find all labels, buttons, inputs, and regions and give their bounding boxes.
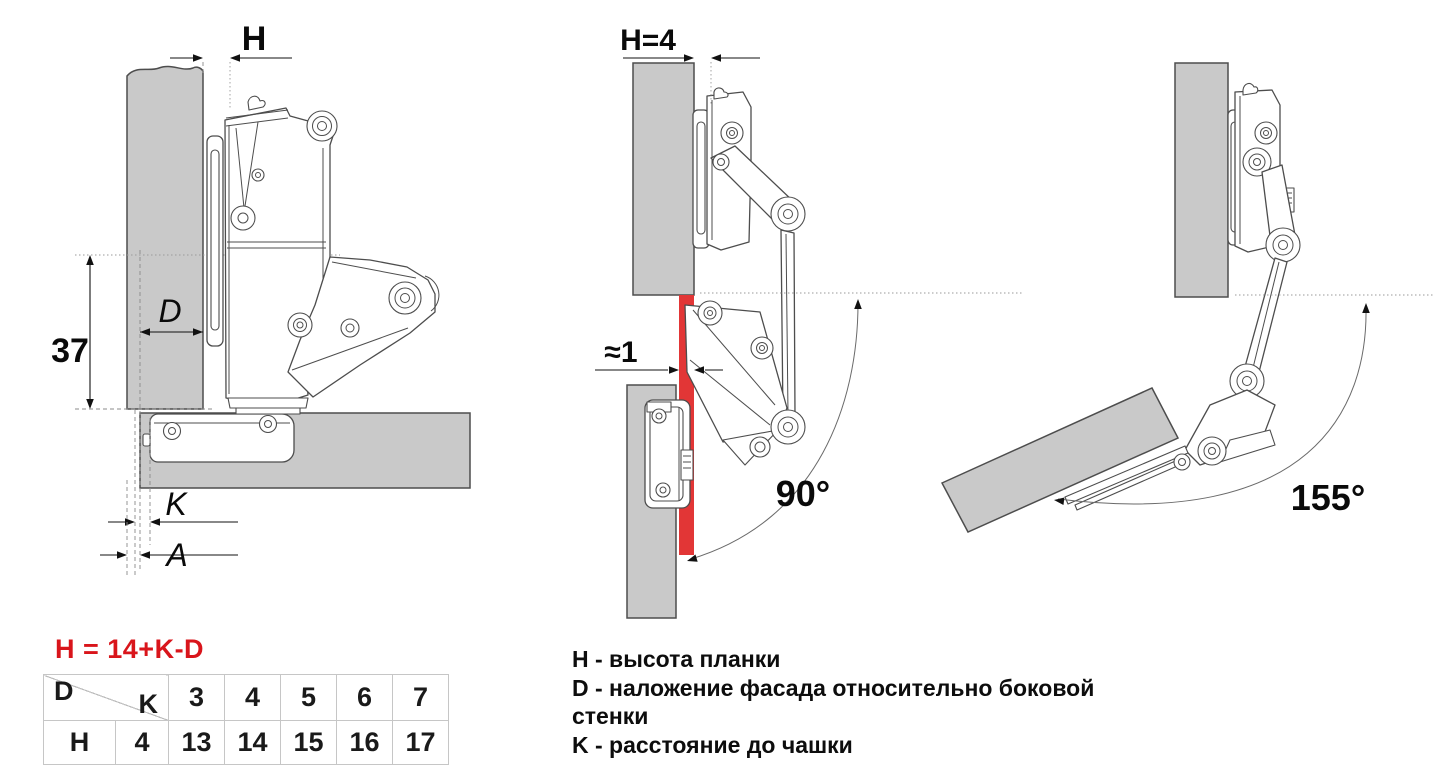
- side-panel: [126, 65, 204, 410]
- legend-item-h: H - высота планки: [572, 646, 781, 672]
- dim-label-h: H: [242, 20, 267, 58]
- adjust-lever: [247, 95, 266, 111]
- angle-label-90: 90°: [776, 473, 830, 514]
- hinge-arms: [1229, 164, 1301, 399]
- opening-angle-155: 155°: [1054, 294, 1435, 518]
- dim-label-k: K: [165, 486, 188, 522]
- formula-text: H = 14+K-D: [55, 634, 205, 664]
- dimension-d: D: [139, 250, 203, 570]
- k-col-5: 7: [392, 674, 449, 721]
- h-val-3: 15: [280, 720, 337, 765]
- legend-item-d: D - наложение фасада относительно боково…: [572, 674, 1095, 730]
- hinge-door-bracket: [1064, 389, 1276, 511]
- dim-label-37: 37: [51, 332, 89, 370]
- h-base-value: 4: [115, 720, 169, 765]
- h-val-4: 16: [336, 720, 393, 765]
- dim-label-a: A: [164, 537, 187, 573]
- diagram-90-degrees: H=4 ≈1 90°: [595, 24, 1023, 619]
- dim-label-d: D: [158, 293, 181, 329]
- pivot-top: [306, 110, 338, 142]
- angle-label-155: 155°: [1291, 477, 1365, 518]
- hinge-link-cluster: [684, 300, 806, 466]
- h-val-1: 13: [168, 720, 225, 765]
- hinge-arms: [710, 145, 806, 420]
- k-col-3: 5: [280, 674, 337, 721]
- hinge-cup-open: [644, 399, 694, 509]
- table-corner-cell: D K: [43, 674, 169, 721]
- pivot-wing: [388, 281, 422, 315]
- pivot-mid: [230, 205, 256, 231]
- dimension-gap1: ≈1: [595, 336, 723, 374]
- hinge-cup: [206, 135, 224, 347]
- opened-door-panel: [940, 387, 1180, 533]
- hinge-wing-arm: [227, 256, 440, 415]
- k-col-2: 4: [224, 674, 281, 721]
- dim-label-gap1: ≈1: [604, 336, 637, 369]
- upper-wall-panel: [632, 62, 695, 296]
- h-val-2: 14: [224, 720, 281, 765]
- dimension-37: 37: [51, 255, 215, 410]
- dimension-h: H: [170, 20, 292, 110]
- row-label-h: H: [43, 720, 116, 765]
- mounting-plate: [142, 413, 295, 463]
- dim-label-h4: H=4: [620, 24, 676, 57]
- dimension-a: A: [100, 480, 238, 578]
- legend: H - высота планки D - наложение фасада о…: [572, 645, 1130, 759]
- corner-label-k: K: [138, 689, 159, 719]
- hinge-plate: [692, 87, 752, 251]
- diagram-closed-section: H 37 D K: [51, 20, 471, 578]
- k-col-4: 6: [336, 674, 393, 721]
- corner-label-d: D: [54, 676, 74, 706]
- dimension-k: K: [108, 410, 238, 575]
- dimension-h4: H=4: [620, 24, 760, 105]
- opening-angle-90: 90°: [687, 292, 1023, 562]
- wall-panel: [1174, 62, 1229, 298]
- k-col-1: 3: [168, 674, 225, 721]
- h-val-5: 17: [392, 720, 449, 765]
- legend-item-k: K - расстояние до чашки: [572, 731, 853, 758]
- diagram-155-degrees: 155°: [940, 62, 1435, 533]
- hk-spec-table: D K 3 4 5 6 7 H 4 13 14 15 16 17: [43, 674, 449, 765]
